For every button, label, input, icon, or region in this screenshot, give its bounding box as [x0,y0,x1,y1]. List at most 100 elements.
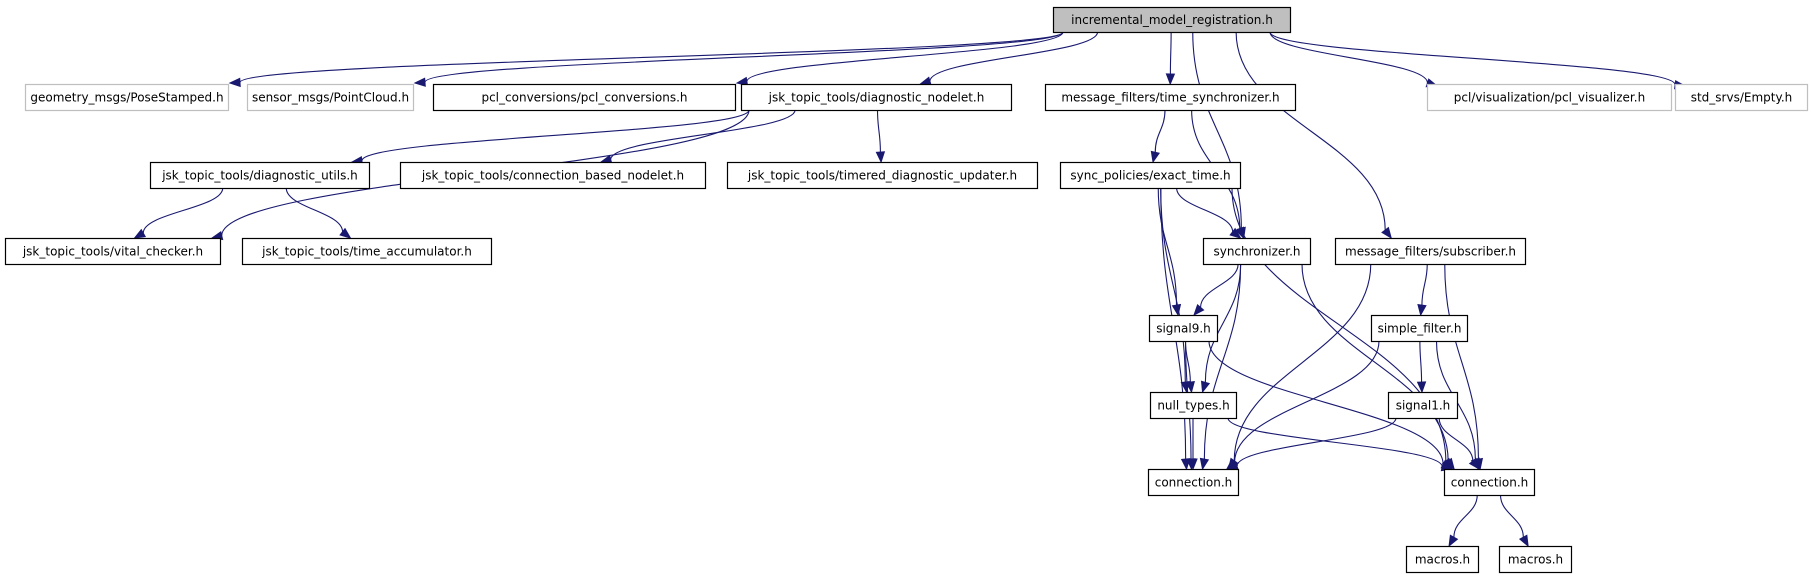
edge-simplefilter-to-signal1 [1416,340,1427,394]
node-timesync[interactable]: message_filters/time_synchronizer.h [1044,83,1297,112]
node-label: std_srvs/Empty.h [1691,91,1793,105]
edge-root-to-geom [228,31,1064,88]
node-box [4,237,222,266]
node-box [1426,83,1673,112]
node-exacttime[interactable]: sync_policies/exact_time.h [1059,161,1242,190]
edge-line [1203,263,1242,460]
node-label: synchronizer.h [1213,245,1300,259]
node-box [1334,237,1527,266]
edge-synchronizer-to-nulltypes [1200,263,1242,394]
edge-line [1421,263,1428,306]
node-sensor[interactable]: sensor_msgs/PointCloud.h [246,83,415,112]
node-box [1148,314,1219,343]
node-label: jsk_topic_tools/vital_checker.h [22,245,203,259]
node-box [24,83,230,112]
node-geom[interactable]: geometry_msgs/PoseStamped.h [24,83,230,112]
node-label: geometry_msgs/PoseStamped.h [30,91,223,105]
edge-line [1301,263,1449,461]
node-conn2[interactable]: connection.h [1443,468,1536,497]
arrowhead-icon [1381,226,1393,240]
edges-layer [133,31,1687,548]
node-diagutils[interactable]: jsk_topic_tools/diagnostic_utils.h [149,161,371,190]
node-root[interactable]: incremental_model_registration.h [1052,6,1292,34]
nodes-layer: incremental_model_registration.h geometry… [4,6,1809,574]
node-box [241,237,493,266]
edge-diagutils-to-timeacc [285,187,352,239]
node-nulltypes[interactable]: null_types.h [1149,391,1238,420]
edge-line [1200,263,1239,308]
node-box [1498,545,1573,574]
node-label: sync_policies/exact_time.h [1070,169,1230,183]
node-box [432,83,737,112]
node-label: null_types.h [1157,399,1229,413]
arrowhead-icon [1199,457,1210,471]
edge-subscriber-to-conn2 [1444,263,1484,471]
node-empty[interactable]: std_srvs/Empty.h [1674,83,1809,112]
edge-diagnodelet-to-timered [875,109,886,164]
edge-root-to-timesync [1165,31,1176,86]
edge-line [1269,31,1676,86]
node-box [1044,83,1297,112]
node-conn1[interactable]: connection.h [1147,468,1240,497]
edge-line [1234,340,1380,463]
node-signal1[interactable]: signal1.h [1387,391,1459,420]
node-box [1052,6,1292,34]
node-subscriber[interactable]: message_filters/subscriber.h [1334,237,1527,266]
node-signal9[interactable]: signal9.h [1148,314,1219,343]
edge-line [1154,109,1166,153]
arrowhead-icon [1165,73,1176,86]
node-pclvis[interactable]: pcl/visualization/pcl_visualizer.h [1426,83,1673,112]
node-simplefilter[interactable]: simple_filter.h [1370,314,1469,343]
edge-simplefilter-to-conn1 [1225,340,1380,470]
edge-line [424,31,1064,83]
node-box [1370,314,1469,343]
arrowhead-icon [1200,380,1211,394]
node-pclconv[interactable]: pcl_conversions/pcl_conversions.h [432,83,737,112]
edge-nulltypes-to-conn2 [1227,417,1454,472]
node-timeacc[interactable]: jsk_topic_tools/time_accumulator.h [241,237,493,266]
edge-diagnodelet-to-connbased [599,109,796,164]
edge-line [1208,340,1444,465]
edge-line [1192,31,1242,229]
arrowhead-icon [1417,303,1427,317]
node-macros2[interactable]: macros.h [1498,545,1573,574]
node-label: simple_filter.h [1378,322,1462,336]
node-label: signal9.h [1156,322,1211,336]
arrowhead-icon [228,77,241,88]
node-box [1149,391,1238,420]
arrowhead-icon [919,76,932,86]
node-box [1059,161,1242,190]
edge-line [1233,263,1372,461]
edge-root-to-pclvis [1269,31,1439,88]
arrowhead-icon [1229,227,1242,239]
edge-line [1236,417,1397,467]
arrowhead-icon [1416,381,1427,394]
edge-line [142,187,224,234]
node-macros1[interactable]: macros.h [1405,545,1480,574]
node-label: signal1.h [1396,399,1451,413]
edge-conn2-to-macros1 [1448,494,1478,548]
node-label: message_filters/subscriber.h [1345,245,1516,259]
node-synchronizer[interactable]: synchronizer.h [1202,237,1312,266]
edge-root-to-empty [1269,31,1687,90]
node-box [246,83,415,112]
node-box [1147,468,1240,497]
edge-root-to-synchronizer [1192,31,1246,240]
node-label: jsk_topic_tools/time_accumulator.h [261,245,472,259]
edge-line [1160,187,1186,383]
edge-subscriber-to-simplefilter [1417,263,1428,317]
arrowhead-icon [413,77,426,87]
edge-signal1-to-conn1 [1226,417,1397,471]
edge-line [1157,187,1178,306]
edge-synchronizer-to-signal9 [1193,263,1239,317]
edge-line [876,109,881,153]
arrowhead-icon [875,151,886,164]
edge-line [1419,340,1423,383]
edge-exacttime-to-synchronizer [1176,187,1242,239]
node-connbased[interactable]: jsk_topic_tools/connection_based_nodelet… [399,161,707,190]
node-box [1443,468,1536,497]
node-box [1405,545,1480,574]
node-diagnodelet[interactable]: jsk_topic_tools/diagnostic_nodelet.h [740,83,1013,112]
node-vital[interactable]: jsk_topic_tools/vital_checker.h [4,237,222,266]
node-timered[interactable]: jsk_topic_tools/timered_diagnostic_updat… [726,161,1039,190]
